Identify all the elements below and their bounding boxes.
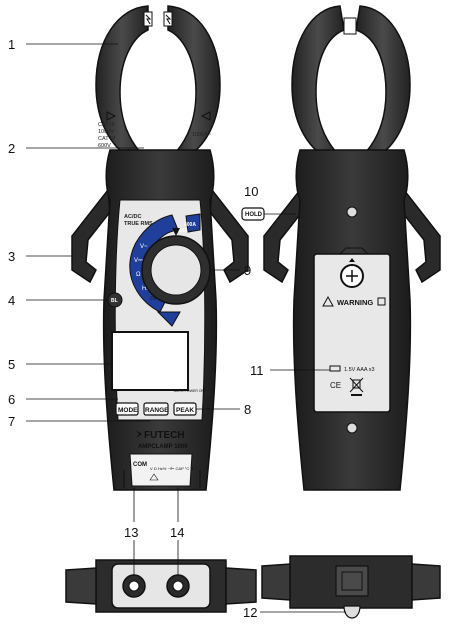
hold-button-label: HOLD [245,212,263,218]
callout-8: 8 [244,402,251,417]
svg-text:V⎓: V⎓ [134,258,143,264]
front-trigger-left [71,188,111,284]
callout-3: 3 [8,249,15,264]
svg-text:V~: V~ [140,244,148,250]
callout-14: 14 [170,525,184,540]
callout-11: 11 [250,363,264,378]
futech-logo-icon [136,430,142,438]
back-screw-bottom-icon [346,422,358,434]
dial-1000a: 1000A [173,228,188,234]
warning-icon [322,295,334,307]
callout-2: 2 [8,141,15,156]
dial-400a: 400A [184,222,196,228]
double-insulation-icon [377,297,386,306]
jaw-600v: 600V [98,143,111,149]
mode-button[interactable] [115,402,139,416]
back-trigger-left [263,188,303,284]
jaw-cat-iii: CAT III [98,122,115,128]
callout-4: 4 [8,293,15,308]
callout-6: 6 [8,392,15,407]
callouts [26,43,346,613]
back-jaw-right [355,5,411,153]
backlight-button-label: BL [111,298,118,304]
svg-text:Ω: Ω [136,272,141,278]
jaw-marker-left-icon [106,111,117,121]
true-rms-label: TRUE RMS [124,221,153,227]
range-button[interactable] [143,402,169,416]
lanyard-hole [343,605,361,619]
bottom-view-left [65,559,257,613]
callout-10: 10 [244,184,258,199]
back-trigger-right [401,188,441,284]
jaw-1000a: 1000A~ [192,132,211,138]
callout-1: 1 [8,37,15,52]
callout-13: 13 [124,525,138,540]
bottom-view-right [261,555,441,619]
callout-12: 12 [243,605,257,620]
brand-label: FUTECH [144,430,185,441]
battery-icon [329,365,341,372]
mode-button-label: MODE [118,407,138,414]
callout-5: 5 [8,357,15,372]
terminal-label: V Ω Hz% ⊣⊢ CAP °C °F [150,466,195,471]
back-view: WARNING 1.5V AAA x3 CE HOLD [241,5,441,491]
battery-cover-latch[interactable] [335,565,369,597]
front-jaw-right [167,5,221,153]
dial-off-label: OFF [150,296,162,302]
front-view: CAT III 1000V CAT IV 600V 1000A~ AC/DC T… [71,5,249,491]
back-jaw-left [291,5,345,153]
model-label: AMPCLAMP 1000 [138,444,188,450]
jaw-1000v: 1000V [98,129,114,135]
auto-power-off-label: AUTO POWER OFF [174,389,206,393]
jaw-cat-iv: CAT IV [98,136,116,142]
battery-spec: 1.5V AAA x3 [344,367,375,373]
weee-bin-icon [349,377,364,396]
callout-9: 9 [244,263,251,278]
back-screw-top-icon [346,206,358,218]
range-button-label: RANGE [145,407,169,414]
lcd-display [111,331,189,391]
com-label: COM [133,462,147,468]
ce-mark: CE [330,381,341,390]
callout-7: 7 [8,414,15,429]
jaw-marker-right-icon [200,111,211,121]
svg-text:Hz: Hz [142,286,149,292]
warning-label: WARNING [337,298,373,307]
peak-button-label: PEAK [176,407,194,414]
front-trigger-right [209,188,249,284]
dial-position-marks: V~ V⎓ Ω Hz [134,244,149,292]
battery-cover [313,253,391,413]
acdc-label: AC/DC [124,214,141,220]
